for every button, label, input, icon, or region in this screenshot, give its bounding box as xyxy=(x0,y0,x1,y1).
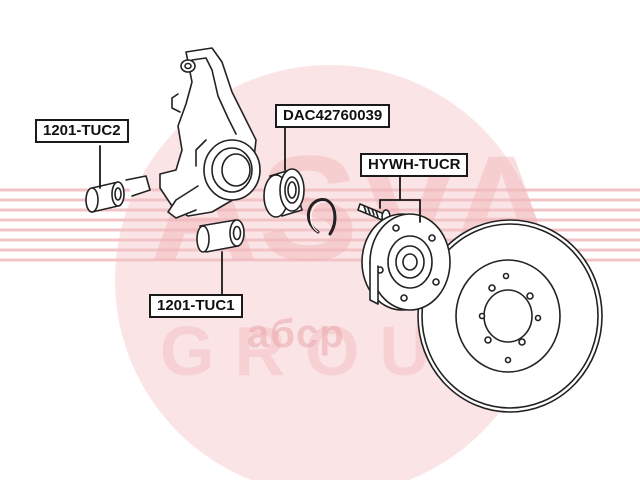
snap-ring-drawing xyxy=(307,198,337,236)
bushing-lower-drawing xyxy=(196,219,245,253)
part-label-1201-tuc2[interactable]: 1201-TUC2 xyxy=(35,119,129,143)
leader-lines xyxy=(99,127,421,295)
watermark-site-text: aбcp xyxy=(247,312,345,356)
steering-knuckle xyxy=(159,47,261,219)
part-label-hywh-tucr[interactable]: HYWH-TUCR xyxy=(360,153,469,177)
bushing-upper-drawing xyxy=(85,175,151,213)
brake-disc-drawing xyxy=(417,219,603,413)
part-label-1201-tuc1[interactable]: 1201-TUC1 xyxy=(149,294,243,318)
part-label-dac42760039[interactable]: DAC42760039 xyxy=(275,104,391,128)
hub-assembly-drawing xyxy=(361,213,451,311)
wheel-bearing-drawing xyxy=(263,168,305,218)
